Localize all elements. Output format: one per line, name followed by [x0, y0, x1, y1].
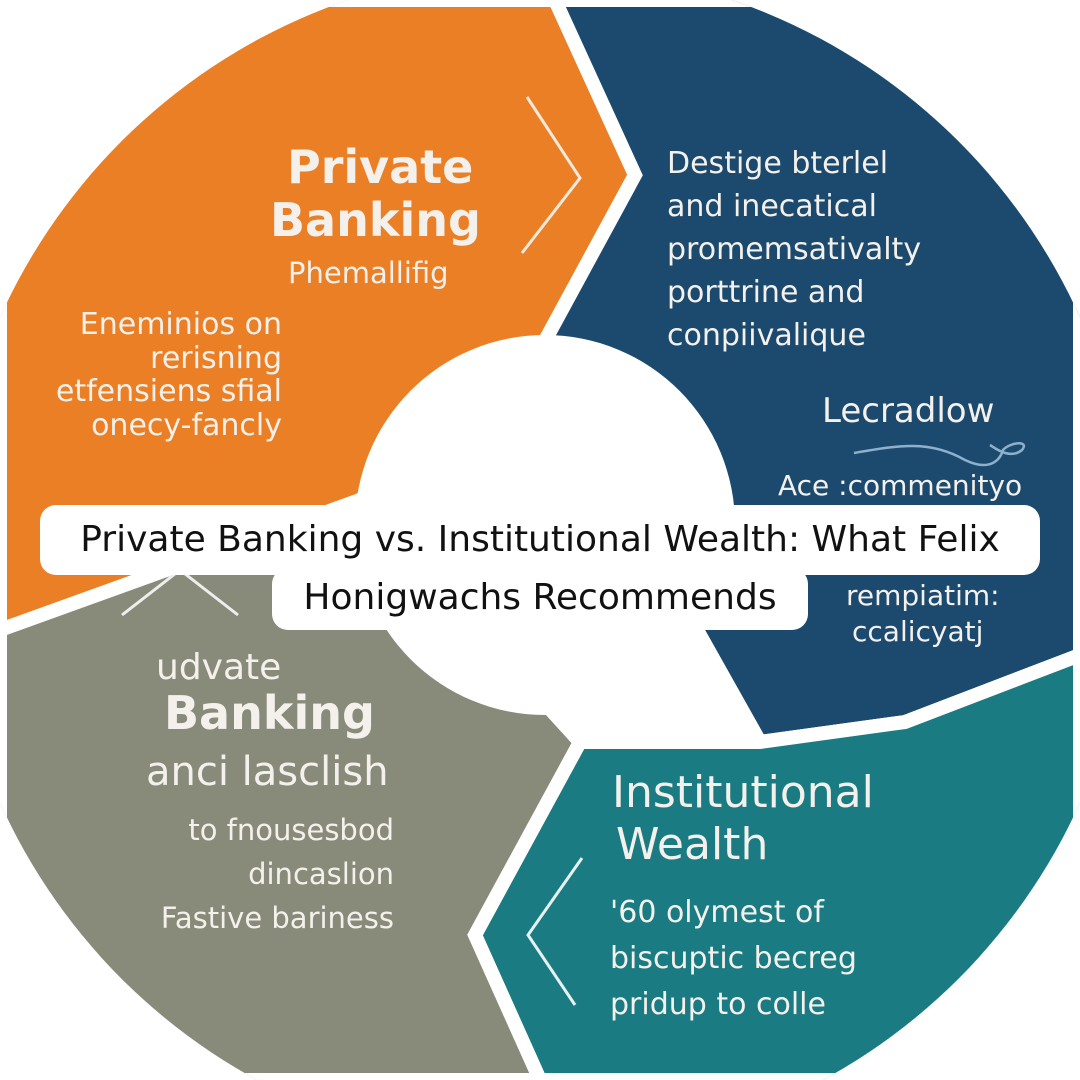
blue-body-line: and inecatical [667, 189, 877, 224]
blue-body-line: Destige bterlel [667, 146, 889, 181]
orange-body: Eneminios on rerisning etfensiens sfial … [56, 308, 282, 442]
blue-body-line: conpiivalique [667, 318, 866, 353]
blue-heading: Lecradlow [822, 391, 995, 431]
orange-body-line: etfensiens sfial [55, 374, 282, 410]
gray-body-line: to fnousesbod [188, 813, 394, 847]
blue-body: Destige bterlel and inecatical promemsat… [667, 142, 921, 357]
blue-body2-line: ccalicyatj [852, 615, 984, 648]
blue-body2-line: rempiatim: [846, 579, 1000, 612]
blue-body-line: promemsativalty [667, 232, 922, 267]
chevron-arrow-icon [526, 857, 584, 1006]
orange-heading-1: Private [287, 140, 474, 194]
teal-body-line: '60 olymest of [610, 895, 824, 930]
teal-heading-2: Wealth [616, 819, 769, 870]
gray-body-line: Fastive bariness [160, 901, 394, 935]
orange-heading-2: Banking [270, 193, 481, 247]
orange-body-line: onecy-fancly [91, 407, 282, 443]
orange-subheading: Phemallifig [288, 256, 449, 290]
orange-body-line: Eneminios on [79, 307, 282, 342]
gray-body: to fnousesbod dincaslion Fastive barines… [161, 808, 394, 940]
title-line-1: Private Banking vs. Institutional Wealth… [40, 505, 1040, 575]
teal-body: '60 olymest of biscuptic becreg pridup t… [610, 890, 857, 1028]
teal-body-line: pridup to colle [610, 987, 826, 1022]
orange-body-line: rerisning [150, 340, 282, 376]
teal-heading-1: Institutional [612, 767, 874, 818]
teal-body-line: biscuptic becreg [610, 941, 857, 976]
blue-body-line: porttrine and [667, 275, 865, 310]
gray-heading-3: anci lasclish [146, 749, 389, 795]
gray-heading-1: udvate [156, 647, 282, 688]
gray-body-line: dincaslion [248, 857, 394, 891]
squiggle-decoration [853, 442, 1026, 467]
title-line-2: Honigwachs Recommends [272, 568, 808, 630]
gray-heading-2: Banking [164, 686, 375, 740]
blue-body2-line: Ace :commenityo [778, 469, 1023, 502]
chevron-arrow-icon [520, 96, 582, 254]
